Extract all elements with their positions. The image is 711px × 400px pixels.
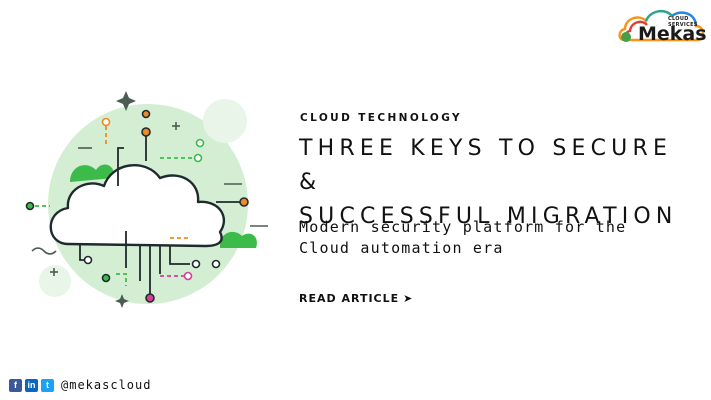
article-title-line-2: SUCCESSFUL MIGRATION <box>299 204 678 229</box>
arrow-right-icon: ➤ <box>403 292 414 305</box>
read-article-label: READ ARTICLE <box>299 292 400 305</box>
social-handle: @mekascloud <box>61 378 152 392</box>
article-title-line-1: THREE KEYS TO SECURE & <box>299 136 673 195</box>
logo-tagline: CLOUD SERVICES <box>668 16 698 28</box>
article-title: THREE KEYS TO SECURE & SUCCESSFUL MIGRAT… <box>299 132 704 234</box>
social-links: f in t @mekascloud <box>9 378 151 392</box>
read-article-link[interactable]: READ ARTICLE➤ <box>299 292 413 305</box>
mekas-logo[interactable] <box>616 4 708 50</box>
article-subtitle-line-2: Cloud automation era <box>299 239 504 257</box>
logo-wordmark: Mekas <box>638 23 707 45</box>
article-category: CLOUD TECHNOLOGY <box>300 112 463 124</box>
twitter-icon[interactable]: t <box>41 378 54 392</box>
cloud-network-illustration <box>25 91 268 308</box>
article-subtitle-line-1: Modern security platform for the <box>299 218 627 236</box>
facebook-icon[interactable]: f <box>9 378 22 392</box>
article-subtitle: Modern security platform for the Cloud a… <box>299 217 699 259</box>
linkedin-icon[interactable]: in <box>25 378 38 392</box>
